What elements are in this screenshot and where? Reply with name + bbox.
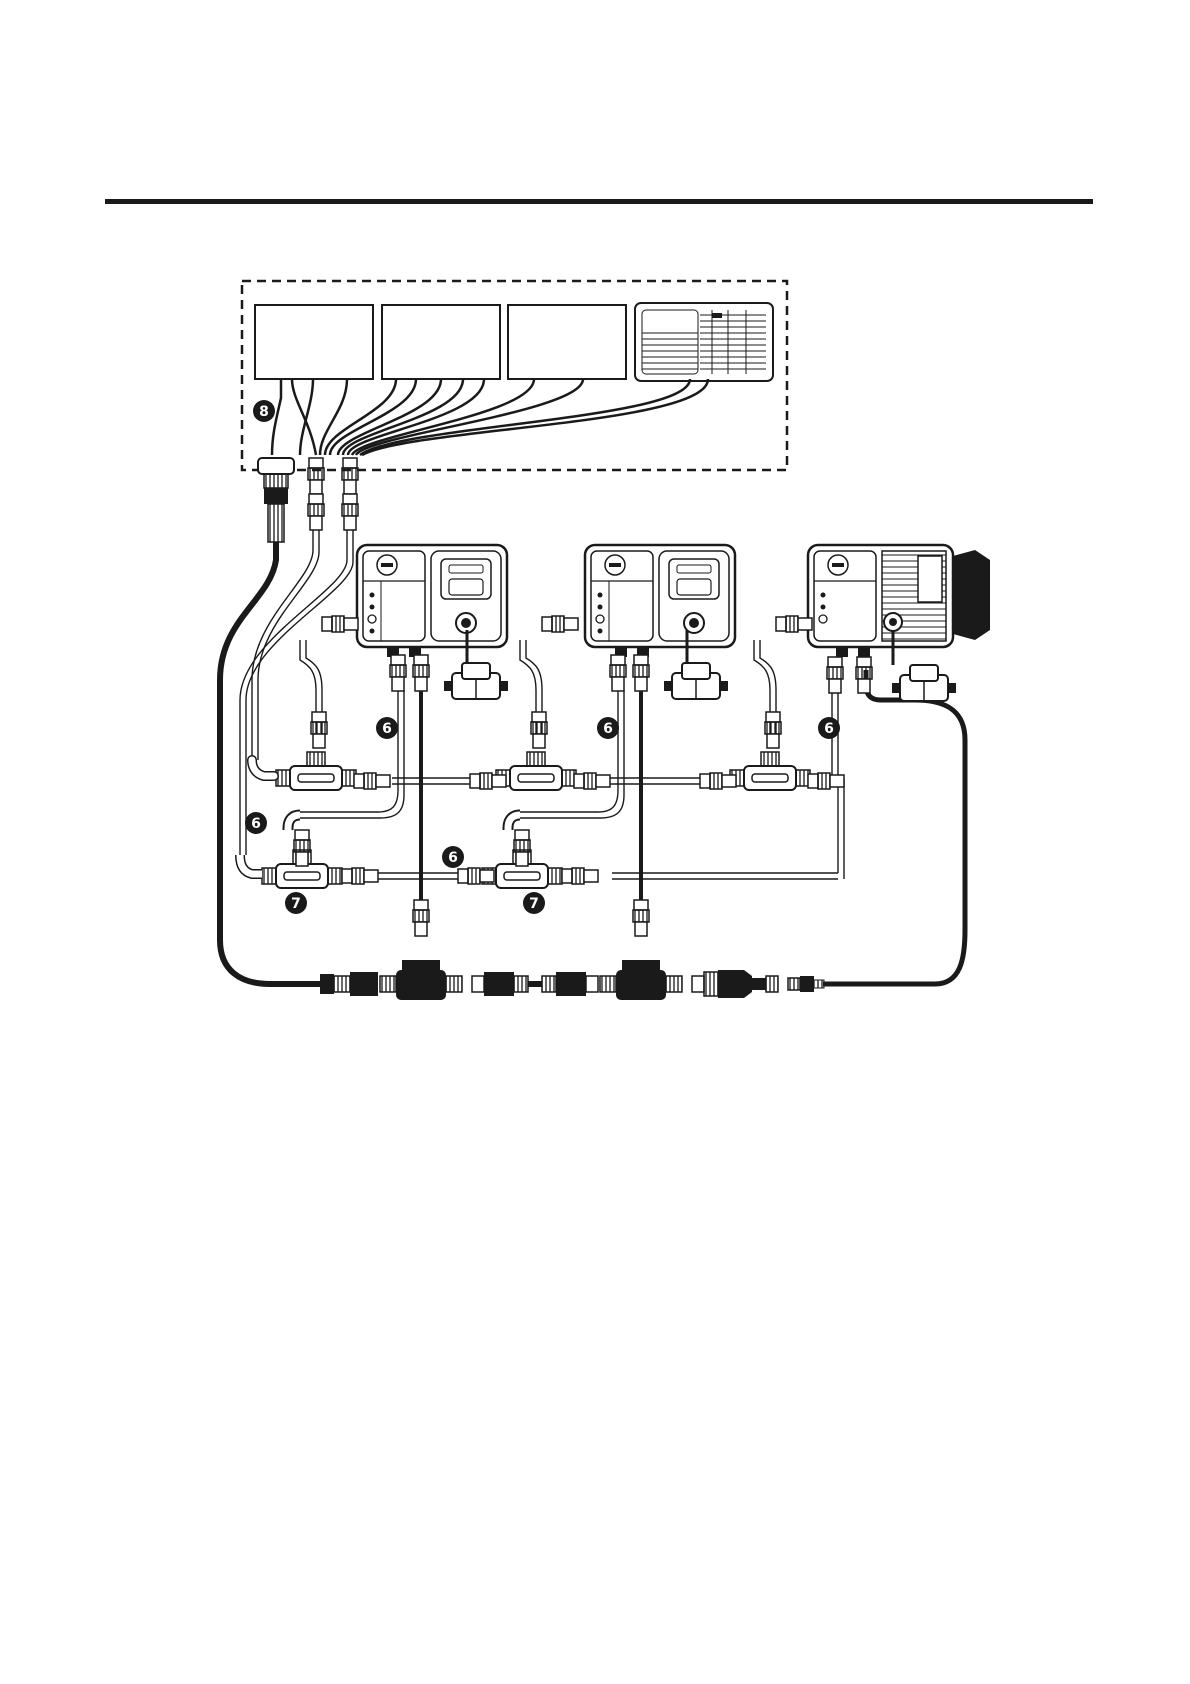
device-unit-3 [808, 545, 990, 657]
callout-6-c: 6 [818, 717, 840, 739]
device-unit-1 [357, 545, 507, 657]
svg-text:7: 7 [529, 896, 539, 912]
grey-trunk-cables [240, 530, 844, 879]
callout-6-d: 6 [245, 812, 267, 834]
bulkhead-connectors [258, 458, 358, 542]
display-unit-icon [635, 303, 773, 381]
gateway-cables [272, 379, 708, 455]
device-unit-2 [585, 545, 735, 657]
callout-6-e: 6 [442, 846, 464, 868]
backbone-connectors [320, 900, 824, 1000]
svg-text:6: 6 [251, 816, 261, 832]
callout-7-b: 7 [523, 892, 545, 914]
callout-8: 8 [253, 400, 275, 422]
callout-7-a: 7 [285, 892, 307, 914]
svg-text:7: 7 [291, 896, 301, 912]
svg-text:6: 6 [382, 721, 392, 737]
gateway-unit-1 [255, 305, 373, 379]
svg-text:6: 6 [824, 721, 834, 737]
callout-6-b: 6 [597, 717, 619, 739]
gateway-unit-3 [508, 305, 626, 379]
callout-6-a: 6 [376, 717, 398, 739]
svg-text:6: 6 [448, 850, 458, 866]
gateway-unit-2 [382, 305, 500, 379]
svg-text:6: 6 [603, 721, 613, 737]
t-connector-icon [252, 712, 844, 790]
svg-text:8: 8 [259, 404, 269, 420]
